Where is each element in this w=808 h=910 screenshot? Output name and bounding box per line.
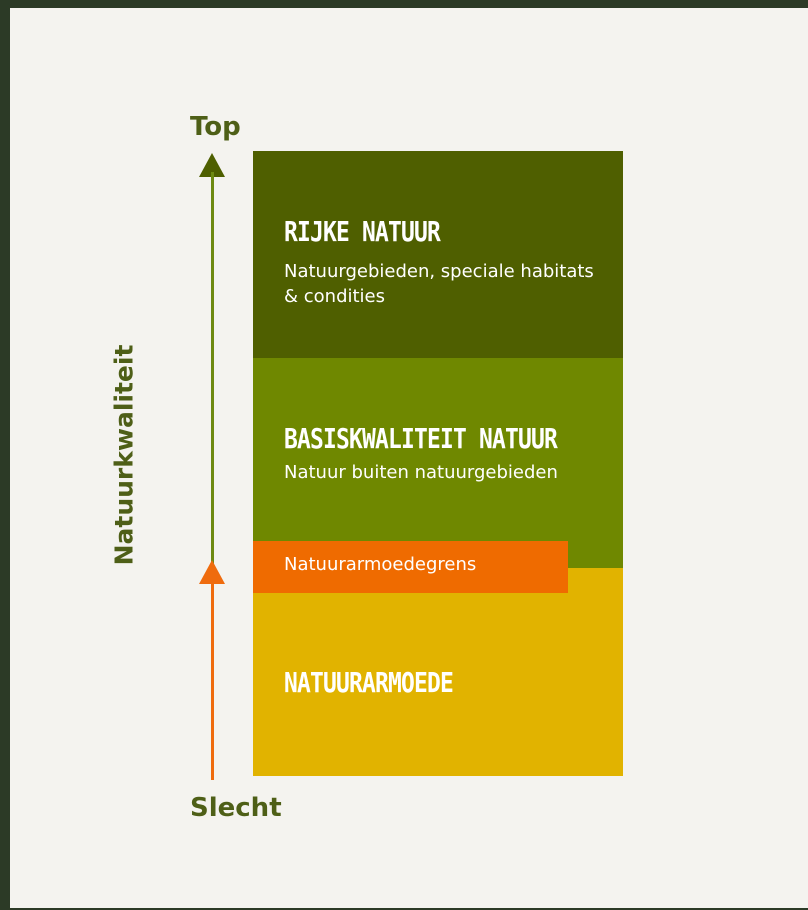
axis-bottom-label: Slecht bbox=[190, 793, 282, 823]
level-rich-nature: RIJKE NATUUR Natuurgebieden, speciale ha… bbox=[253, 151, 623, 358]
level-rich-title: RIJKE NATUUR bbox=[284, 215, 441, 248]
arrow-up-small-icon bbox=[199, 560, 225, 584]
axis-line-lower bbox=[211, 582, 214, 780]
poverty-boundary-label: Natuurarmoedegrens bbox=[284, 554, 477, 575]
level-nature-poverty: NATUURARMOEDE bbox=[253, 568, 623, 776]
axis-title: Natuurkwaliteit bbox=[109, 344, 139, 566]
axis-top-label: Top bbox=[190, 112, 241, 142]
level-base-nature: BASISKWALITEIT NATUUR Natuur buiten natu… bbox=[253, 358, 623, 568]
level-base-title: BASISKWALITEIT NATUUR bbox=[284, 422, 558, 455]
poverty-boundary-band: Natuurarmoedegrens bbox=[253, 541, 568, 593]
level-poor-title: NATUURARMOEDE bbox=[284, 666, 454, 699]
axis-line-upper bbox=[211, 172, 214, 587]
level-base-subtitle: Natuur buiten natuurgebieden bbox=[284, 462, 558, 483]
level-rich-subtitle: Natuurgebieden, speciale habitats & cond… bbox=[284, 261, 594, 307]
